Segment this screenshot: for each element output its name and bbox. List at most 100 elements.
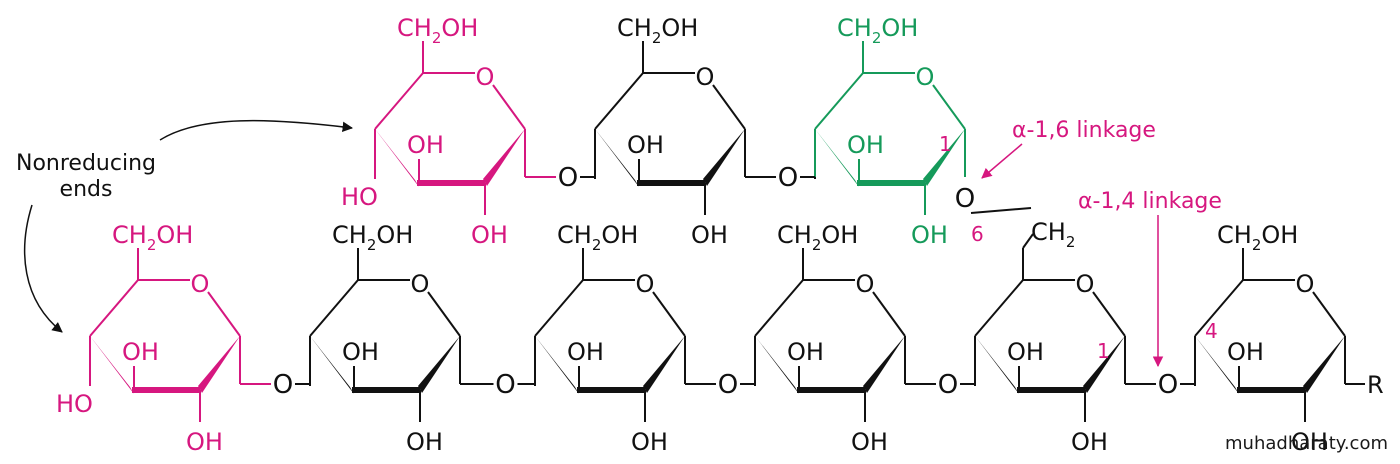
ch2oh-label: CH2OH: [112, 221, 193, 254]
ring-oxygen: O: [636, 270, 655, 298]
ring-wedge: [703, 129, 745, 186]
position-1-label: 1: [939, 132, 952, 156]
branch-oxygen: O: [955, 184, 975, 214]
oh-label: OH: [851, 428, 888, 456]
ring-bond: [207, 291, 241, 337]
oh-label: OH: [406, 428, 443, 456]
ch2oh-label: CH2OH: [332, 221, 413, 254]
position-1-label: 1: [1097, 339, 1110, 363]
ring-wedge: [418, 336, 460, 393]
ring-bond: [712, 84, 746, 130]
ring-wedge: [643, 336, 685, 393]
oh-label: OH: [847, 131, 884, 159]
bridge-oxygen: O: [718, 370, 738, 400]
ring-wedge: [755, 336, 799, 394]
ring-oxygen: O: [1296, 270, 1315, 298]
alpha14-label: α-1,4 linkage: [1078, 189, 1222, 214]
ring-bond: [89, 279, 139, 337]
ring-wedge: [595, 129, 639, 187]
ring-wedge: [815, 129, 859, 187]
ch2-group: CH2: [1031, 218, 1075, 251]
ring-wedge: [1303, 336, 1345, 393]
nonreducing-label: Nonreducing: [16, 151, 156, 176]
alpha14-link-lower-2: O: [460, 370, 536, 400]
oh-label: OH: [122, 338, 159, 366]
alpha14-link-lower-4: O: [905, 370, 976, 400]
oh-label: OH: [1291, 428, 1328, 456]
ring-wedge: [975, 336, 1019, 394]
glycosidic-links: O O O O O O O O R: [240, 163, 1384, 400]
oh-label: OH: [186, 428, 223, 456]
ring-wedge: [863, 336, 905, 393]
ring-wedge: [1195, 336, 1239, 394]
ring-bond: [427, 291, 461, 337]
ring-bond: [374, 72, 424, 130]
bridge-oxygen: O: [778, 163, 798, 193]
bridge-oxygen: O: [938, 370, 958, 400]
oh-label: OH: [342, 338, 379, 366]
position-6-label: 6: [971, 222, 984, 246]
alpha16-arrow: [981, 143, 1023, 179]
oh-label: OH: [1071, 428, 1108, 456]
alpha14-link-lower-3: O: [685, 370, 756, 400]
ring-bond: [872, 291, 906, 337]
bridge-oxygen: O: [273, 370, 293, 400]
bridge-oxygen: O: [495, 370, 515, 400]
ring-oxygen: O: [696, 63, 715, 91]
rings-layer: OCH2OHHOOHOHOCH2OHOHOHOCH2OHOHOHOCH2OHHO…: [56, 14, 1346, 456]
r-group-label: R: [1367, 371, 1384, 399]
oh-label: OH: [407, 131, 444, 159]
branch-bond: [970, 207, 1032, 214]
ch2oh-label: CH2OH: [557, 221, 638, 254]
ch2oh-label: CH2OH: [837, 14, 918, 47]
ring-oxygen: O: [191, 270, 210, 298]
ring-bond: [1092, 291, 1126, 337]
oh-label: OH: [631, 428, 668, 456]
position-4-label: 4: [1205, 319, 1218, 343]
ring-bond: [534, 279, 584, 337]
ch2oh-label: CH2OH: [777, 221, 858, 254]
glucose-ring-lower-4: O CH2OH OH OH: [754, 221, 906, 456]
oh-label: OH: [1227, 338, 1264, 366]
oh-label: OH: [627, 131, 664, 159]
ring-wedge: [198, 336, 240, 393]
ring-bond: [974, 279, 1024, 337]
ring-wedge: [375, 129, 419, 187]
ring-wedge: [483, 129, 525, 186]
ring-wedge: [1083, 336, 1125, 393]
oh-label: OH: [787, 338, 824, 366]
ho-label: HO: [56, 390, 93, 418]
glucose-ring-lower-3: O CH2OH OH OH: [534, 221, 686, 456]
ring-bond: [932, 84, 966, 130]
arrow-to-lower-end: [23, 204, 63, 333]
ring-oxygen: O: [476, 63, 495, 91]
ring-bond: [652, 291, 686, 337]
ring-bond: [594, 72, 644, 130]
ring-bond: [814, 72, 864, 130]
ch2oh-label: CH2OH: [397, 14, 478, 47]
ring-oxygen: O: [1076, 270, 1095, 298]
oh-label: OH: [691, 221, 728, 249]
bridge-oxygen: O: [1158, 370, 1178, 400]
alpha14-link-upper-2: O: [745, 163, 816, 193]
bridge-oxygen: O: [558, 163, 578, 193]
ch2-bond: [1022, 233, 1034, 249]
ring-bond: [1312, 291, 1346, 337]
ring-oxygen: O: [856, 270, 875, 298]
ring-wedge: [923, 129, 965, 186]
alpha14-link-upper-1: O: [525, 163, 596, 193]
alpha16-link: O: [955, 184, 1032, 214]
ch2oh-label: CH2OH: [1217, 221, 1298, 254]
oh-label: OH: [911, 221, 948, 249]
alpha16-label: α-1,6 linkage: [1012, 118, 1156, 143]
ring-wedge: [535, 336, 579, 394]
alpha14-link-lower-5: O: [1125, 370, 1196, 400]
glucose-ring-lower-1: O CH2OH HO OH OH: [56, 221, 241, 456]
oh-label: OH: [567, 338, 604, 366]
